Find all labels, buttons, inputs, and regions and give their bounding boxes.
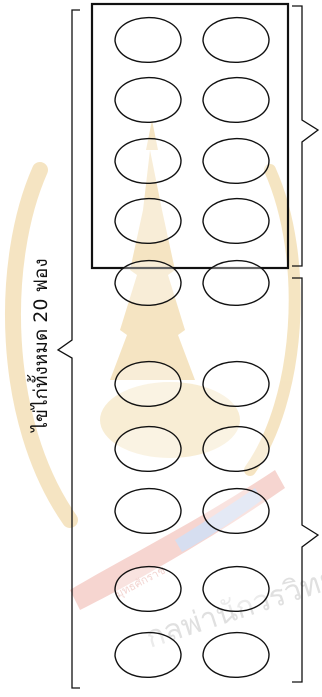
caption-total-eggs: ไข่ไก่ทั้งหมด 20 ฟอง: [27, 258, 52, 433]
egg: [115, 633, 181, 678]
egg: [203, 567, 269, 612]
egg: [115, 18, 181, 63]
egg: [115, 489, 181, 534]
egg: [203, 261, 269, 306]
egg: [115, 567, 181, 612]
egg: [203, 362, 269, 407]
egg: [203, 427, 269, 472]
egg: [115, 362, 181, 407]
egg: [115, 199, 181, 244]
egg: [203, 199, 269, 244]
egg: [115, 78, 181, 123]
egg: [115, 427, 181, 472]
right-bracket-top-group: [292, 6, 318, 266]
egg: [203, 78, 269, 123]
egg: [203, 489, 269, 534]
egg: [203, 139, 269, 184]
egg: [115, 139, 181, 184]
egg: [203, 18, 269, 63]
egg: [115, 261, 181, 306]
egg: [203, 633, 269, 678]
